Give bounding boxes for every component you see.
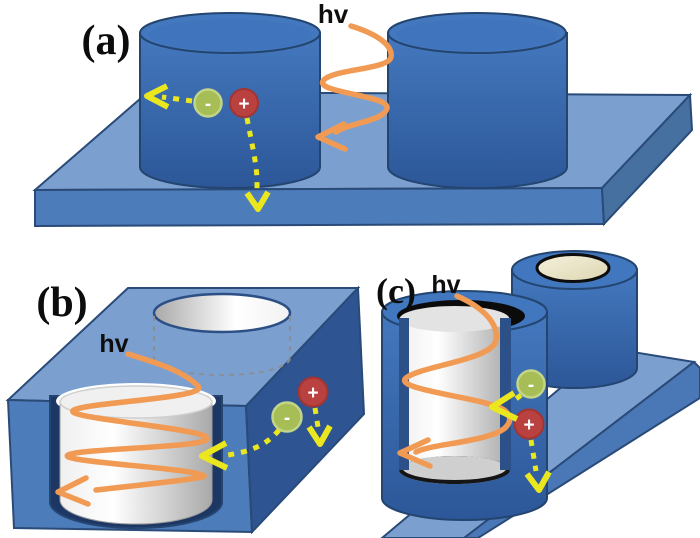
- electron-path-arrow-a: [144, 83, 193, 110]
- panel-label-c: (c): [376, 271, 416, 311]
- photon-arrowhead: [55, 475, 91, 507]
- electron-symbol: -: [205, 94, 211, 115]
- slab-right-face: [600, 92, 694, 227]
- arrowhead-left: [489, 390, 519, 422]
- empty-cavity-hole: [152, 292, 292, 376]
- panel-a: hv - + (a): [32, 0, 694, 228]
- panel-label-b: (b): [36, 280, 87, 326]
- hole-b: +: [297, 376, 329, 408]
- core-shell-cylinder: [381, 290, 548, 521]
- gray-cylinder-body: [59, 401, 213, 525]
- nanopillar-right: [387, 12, 568, 190]
- electron-symbol: -: [284, 408, 290, 429]
- photon-wave-c: [397, 293, 513, 469]
- photon-label-a: hv: [318, 0, 349, 29]
- hole-symbol: +: [307, 383, 318, 404]
- hole-symbol: +: [523, 415, 534, 436]
- electron-b: -: [271, 401, 303, 433]
- pillar-top-shade: [396, 19, 558, 51]
- photon-label-c: hv: [431, 271, 460, 299]
- slab-right-face-dark: [244, 285, 366, 535]
- substrate-slab-a: [32, 90, 694, 228]
- electron-path-arrow-c: [489, 390, 523, 422]
- hole-a: +: [229, 88, 259, 118]
- electron-path-arrow-b: [199, 428, 281, 471]
- shell-inner-wall-left: [399, 318, 409, 470]
- shell-inner-wall-right: [500, 318, 511, 470]
- slab-front-face: [34, 186, 606, 228]
- hole-c: +: [513, 408, 545, 440]
- photon-wave-a: [315, 23, 394, 152]
- nanopillar-left: [139, 12, 321, 189]
- photon-label-b: hv: [99, 330, 128, 358]
- hole-path-arrow-b: [306, 407, 333, 447]
- arrowhead-down: [306, 424, 333, 447]
- photon-arrowhead: [397, 437, 433, 469]
- pillar-top-shade: [148, 19, 312, 51]
- arrowhead-down: [524, 470, 552, 493]
- panel-b: hv + - (b): [5, 280, 366, 535]
- photon-arrowhead: [315, 121, 348, 152]
- panel-label-a: (a): [82, 18, 131, 64]
- core-bottom-face: [402, 456, 507, 480]
- electron-c: -: [516, 369, 546, 399]
- slab-top-face: [32, 90, 693, 192]
- hole-symbol: +: [238, 94, 249, 115]
- hole-path-arrow-a: [244, 117, 271, 212]
- arrowhead-down: [244, 190, 271, 212]
- arrowhead-left: [144, 83, 170, 110]
- electron-a: -: [193, 88, 223, 118]
- embedded-cylinder: [49, 383, 223, 529]
- photon-wave-b: [55, 351, 210, 507]
- hole-path-arrow-c: [524, 439, 552, 493]
- arrowhead-left: [199, 440, 229, 471]
- electron-symbol: -: [528, 375, 534, 396]
- cream-cap-top: [535, 253, 611, 283]
- panel-c: hv - + (c): [376, 250, 700, 538]
